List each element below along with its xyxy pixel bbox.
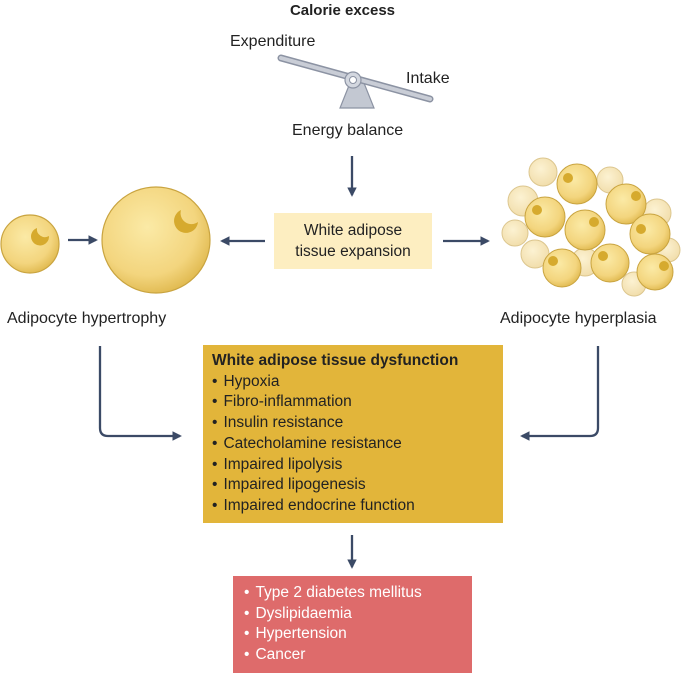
list-item: Insulin resistance: [212, 413, 494, 434]
intake-label: Intake: [406, 70, 450, 87]
large-adipocyte: [101, 186, 211, 294]
list-item: Impaired lipogenesis: [212, 475, 494, 496]
energy-balance-label: Energy balance: [292, 122, 404, 139]
list-item: Impaired lipolysis: [212, 455, 494, 476]
small-adipocyte: [0, 214, 60, 274]
diseases-list: Type 2 diabetes mellitus Dyslipidaemia H…: [244, 583, 461, 666]
diseases-box: Type 2 diabetes mellitus Dyslipidaemia H…: [233, 576, 472, 673]
white-adipose-expansion-box: White adipose tissue expansion: [274, 213, 432, 269]
hyperplasia-label: Adipocyte hyperplasia: [500, 310, 657, 327]
dysfunction-heading: White adipose tissue dysfunction: [212, 352, 459, 369]
list-item: Type 2 diabetes mellitus: [244, 583, 461, 604]
white-adipose-line2: tissue expansion: [295, 243, 411, 260]
list-item: Fibro-inflammation: [212, 392, 494, 413]
list-item: Dyslipidaemia: [244, 604, 461, 625]
dysfunction-box: White adipose tissue dysfunction Hypoxia…: [203, 345, 503, 523]
dysfunction-list: Hypoxia Fibro-inflammation Insulin resis…: [212, 372, 494, 517]
white-adipose-line1: White adipose: [303, 222, 403, 239]
list-item: Catecholamine resistance: [212, 434, 494, 455]
list-item: Hypoxia: [212, 372, 494, 393]
diagram-title: Calorie excess: [289, 2, 396, 19]
hypertrophy-label: Adipocyte hypertrophy: [7, 310, 167, 327]
expenditure-label: Expenditure: [230, 33, 316, 50]
list-item: Impaired endocrine function: [212, 496, 494, 517]
arrow-hypertrophy-to-dysfunction: [98, 346, 182, 441]
balance-scale-icon: [277, 54, 434, 109]
arrow-hyperplasia-to-dysfunction: [520, 346, 600, 441]
list-item: Cancer: [244, 645, 461, 666]
list-item: Hypertension: [244, 624, 461, 645]
adipocyte-cluster: [501, 157, 681, 297]
